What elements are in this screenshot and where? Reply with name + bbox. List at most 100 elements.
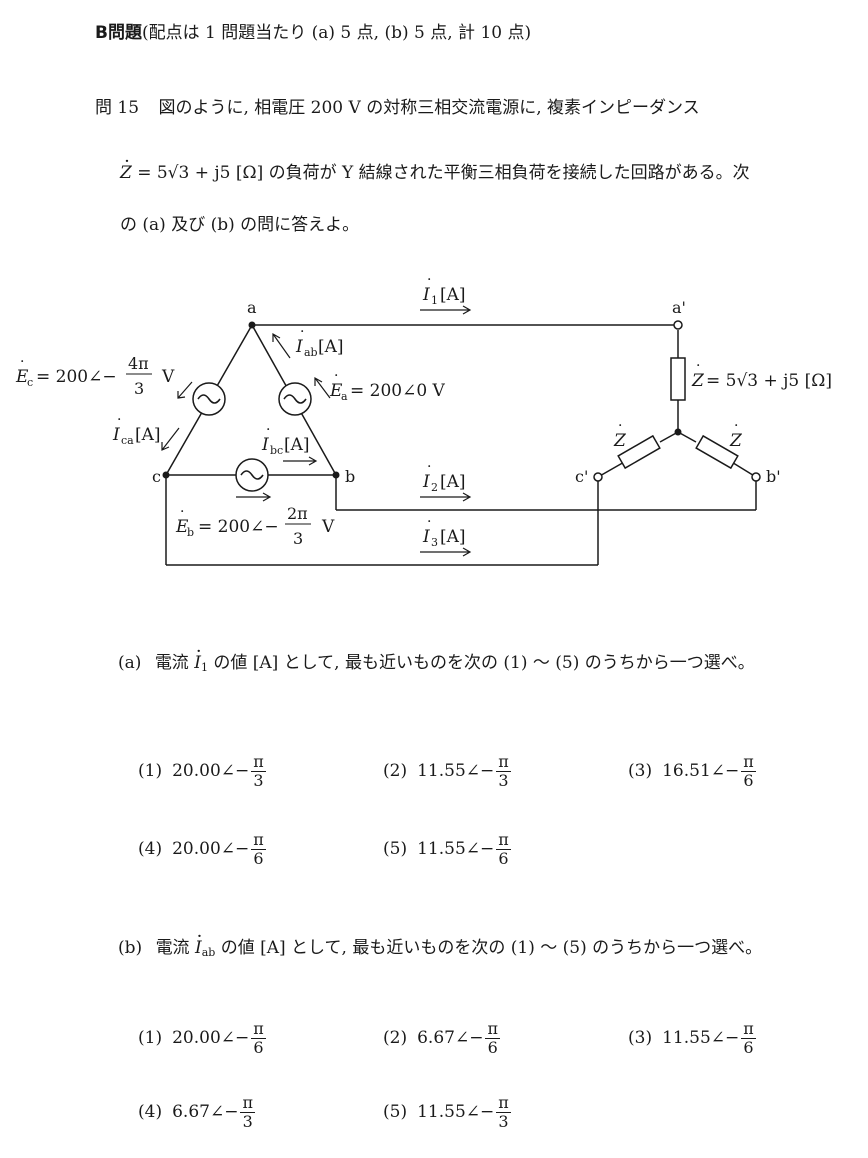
question-line-2: Z = 5√3 + j5 [Ω] の負荷が Y 結線された平衡三相負荷を接続した…	[120, 158, 750, 183]
svg-text:I: I	[295, 337, 303, 357]
svg-text:[A]: [A]	[440, 472, 466, 492]
arrow-eb	[236, 492, 272, 502]
svg-text:·: ·	[696, 358, 700, 374]
arrow-ea	[314, 376, 331, 399]
svg-text:[A]: [A]	[318, 337, 344, 357]
svg-text:·: ·	[266, 422, 270, 438]
svg-text:4π: 4π	[128, 354, 149, 373]
svg-text:·: ·	[180, 504, 184, 520]
part-b-label: (b)	[118, 938, 143, 958]
label-c: c	[152, 467, 161, 486]
svg-text:·: ·	[734, 418, 738, 434]
impedance-b	[695, 434, 739, 470]
svg-text:V: V	[161, 367, 175, 387]
source-ec	[192, 382, 226, 416]
label-eb: E · b = 200∠− 2π 3 V	[175, 504, 335, 548]
svg-text:I: I	[422, 527, 430, 547]
scoring-note: (配点は 1 問題当たり (a) 5 点, (b) 5 点, 計 10 点)	[141, 23, 532, 43]
terminal-b2	[751, 472, 761, 482]
svg-text:Z: Z	[729, 431, 743, 451]
svg-text:3: 3	[293, 529, 303, 548]
arrow-ibc	[283, 456, 318, 466]
section-title: B問題	[95, 23, 142, 43]
label-i3: I · 3 [A]	[422, 514, 466, 549]
arrow-i2	[420, 492, 472, 502]
svg-text:= 200∠−: = 200∠−	[36, 367, 117, 387]
svg-text:3: 3	[134, 379, 144, 398]
question-text-1: 図のように, 相電圧 200 V の対称三相交流電源に, 複素インピーダンス	[158, 98, 700, 118]
arrow-i1	[420, 305, 472, 315]
label-ea: E · a = 200∠0 V	[329, 368, 446, 403]
node-c	[162, 471, 170, 479]
svg-text:V: V	[321, 517, 335, 537]
question-text-3: の (a) 及び (b) の問に答えよ。	[120, 215, 360, 235]
impedance-symbol: Z	[120, 163, 132, 183]
svg-text:ab: ab	[304, 346, 318, 359]
label-ica: I · ca [A]	[112, 412, 161, 447]
arrow-i3	[420, 547, 472, 557]
svg-text:E: E	[15, 367, 29, 387]
arrow-iab	[272, 332, 291, 359]
svg-text:bc: bc	[270, 444, 283, 457]
question-line-1: 問 15 図のように, 相電圧 200 V の対称三相交流電源に, 複素インピー…	[95, 93, 700, 118]
label-b: b	[345, 467, 355, 486]
svg-text:a: a	[341, 390, 348, 403]
label-iab: I · ab [A]	[295, 324, 344, 359]
svg-text:ca: ca	[121, 434, 134, 447]
impedance-c	[617, 434, 661, 470]
svg-text:E: E	[175, 517, 189, 537]
part-a-label: (a)	[118, 653, 142, 673]
svg-text:c: c	[27, 376, 33, 389]
svg-text:·: ·	[300, 324, 304, 340]
svg-text:b: b	[187, 526, 194, 539]
label-b2: b'	[766, 467, 781, 486]
label-ec: E · c = 200∠− 4π 3 V	[15, 354, 175, 398]
question-line-3: の (a) 及び (b) の問に答えよ。	[120, 210, 359, 235]
svg-text:[A]: [A]	[440, 527, 466, 547]
node-b	[332, 471, 340, 479]
label-za: Z · = 5√3 + j5 [Ω]	[691, 358, 832, 391]
svg-text:2π: 2π	[287, 504, 308, 523]
svg-text:1: 1	[431, 294, 438, 307]
terminal-a2	[673, 320, 683, 330]
svg-text:I: I	[261, 435, 269, 455]
svg-text:[A]: [A]	[440, 285, 466, 305]
part-a-var: I	[194, 653, 201, 673]
svg-text:·: ·	[427, 272, 431, 288]
svg-text:·: ·	[117, 412, 121, 428]
svg-text:I: I	[422, 472, 430, 492]
label-a: a	[247, 298, 257, 317]
source-ea	[278, 382, 312, 416]
impedance-a	[670, 357, 686, 401]
label-i2: I · 2 [A]	[422, 459, 466, 494]
svg-text:·: ·	[427, 514, 431, 530]
node-neutral	[674, 428, 682, 436]
svg-text:2: 2	[431, 481, 438, 494]
arrow-ec	[177, 381, 193, 399]
source-eb	[235, 458, 269, 492]
svg-text:[A]: [A]	[284, 435, 310, 455]
svg-text:Z: Z	[613, 431, 627, 451]
label-a2: a'	[672, 298, 686, 317]
svg-text:[A]: [A]	[135, 425, 161, 445]
svg-text:·: ·	[618, 418, 622, 434]
terminal-c2	[593, 472, 603, 482]
part-b-var: I	[195, 938, 202, 958]
label-c2: c'	[575, 467, 588, 486]
svg-text:I: I	[422, 285, 430, 305]
question-text-2: の負荷が Y 結線された平衡三相負荷を接続した回路がある。次	[263, 163, 750, 183]
label-zb: Z ·	[729, 418, 743, 451]
part-b-prompt: (b) 電流 Iab の値 [A] として, 最も近いものを次の (1) ～ (…	[118, 933, 762, 959]
svg-text:·: ·	[334, 368, 338, 384]
label-i1: I · 1 [A]	[422, 272, 466, 307]
